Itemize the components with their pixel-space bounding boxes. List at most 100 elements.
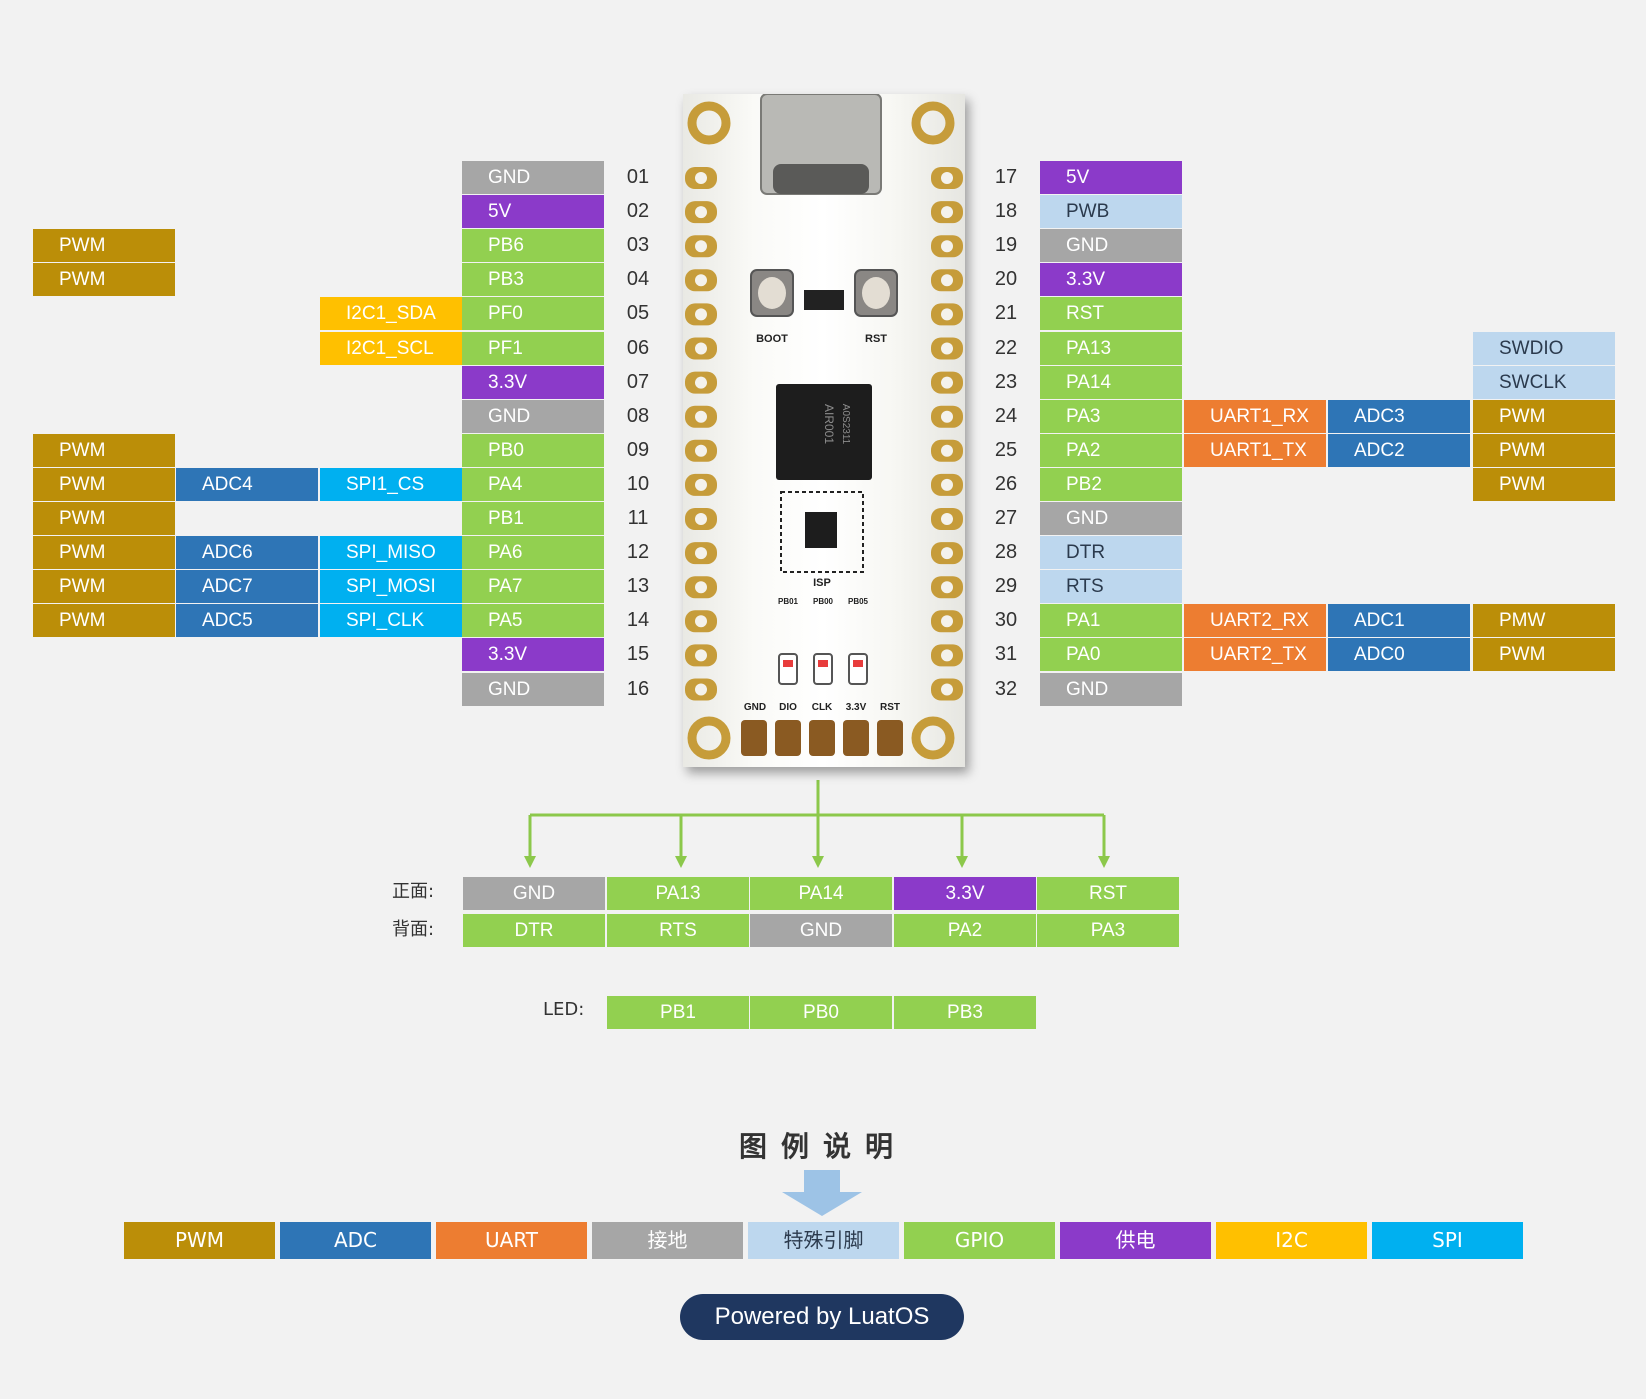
legend-item-4: 特殊引脚 bbox=[748, 1222, 899, 1259]
pin-number-15: 15 bbox=[626, 643, 650, 665]
pin-13-func2: ADC7 bbox=[176, 570, 318, 603]
legend-item-7: I2C bbox=[1216, 1222, 1367, 1259]
led-pb0 bbox=[813, 653, 833, 685]
header-pad-0 bbox=[741, 720, 767, 756]
svg-text:BOOT: BOOT bbox=[756, 333, 788, 345]
svg-text:CLK: CLK bbox=[812, 702, 833, 713]
pin-10-func2: ADC4 bbox=[176, 468, 318, 501]
svg-text:RST: RST bbox=[880, 702, 900, 713]
isp-area bbox=[780, 491, 864, 573]
legend-item-8: SPI bbox=[1372, 1222, 1523, 1259]
back-pin-0: DTR bbox=[463, 914, 605, 947]
pin-19-name: GND bbox=[1040, 229, 1182, 262]
header-pad-1 bbox=[775, 720, 801, 756]
header-pad-4 bbox=[877, 720, 903, 756]
pin-31-name: PA0 bbox=[1040, 638, 1182, 671]
pin-number-04: 04 bbox=[626, 268, 650, 290]
pin-31-func2: ADC0 bbox=[1328, 638, 1470, 671]
pin-05-name: PF0 bbox=[462, 297, 604, 330]
isp-chip bbox=[805, 512, 837, 548]
pin-number-17: 17 bbox=[994, 166, 1018, 188]
pin-03-func3: PWM bbox=[33, 229, 175, 262]
pin-13-func3: PWM bbox=[33, 570, 175, 603]
pin-04-func3: PWM bbox=[33, 263, 175, 296]
pin-27-name: GND bbox=[1040, 502, 1182, 535]
svg-text:PB01: PB01 bbox=[778, 597, 799, 606]
legend-title: 图例说明 bbox=[738, 1130, 907, 1163]
pin-05-func1: I2C1_SDA bbox=[320, 297, 462, 330]
pin-15-name: 3.3V bbox=[462, 638, 604, 671]
led-pb1 bbox=[778, 653, 798, 685]
pin-11-name: PB1 bbox=[462, 502, 604, 535]
pin-25-func1: UART1_TX bbox=[1184, 434, 1326, 467]
pin-number-32: 32 bbox=[994, 678, 1018, 700]
pin-18-name: PWB bbox=[1040, 195, 1182, 228]
legend-arrow-icon bbox=[782, 1170, 862, 1216]
mcu-chip bbox=[776, 384, 872, 480]
pin-31-func1: UART2_TX bbox=[1184, 638, 1326, 671]
pin-08-name: GND bbox=[462, 400, 604, 433]
pin-number-26: 26 bbox=[994, 473, 1018, 495]
pin-11-func3: PWM bbox=[33, 502, 175, 535]
pin-number-13: 13 bbox=[626, 575, 650, 597]
pin-number-07: 07 bbox=[626, 371, 650, 393]
pin-24-name: PA3 bbox=[1040, 400, 1182, 433]
led-pin-1: PB0 bbox=[750, 996, 892, 1029]
pin-16-name: GND bbox=[462, 673, 604, 706]
pin-number-16: 16 bbox=[626, 678, 650, 700]
pin-03-name: PB6 bbox=[462, 229, 604, 262]
pin-07-name: 3.3V bbox=[462, 366, 604, 399]
pin-25-func2: ADC2 bbox=[1328, 434, 1470, 467]
svg-text:GND: GND bbox=[744, 702, 766, 713]
header-pad-2 bbox=[809, 720, 835, 756]
svg-text:PB00: PB00 bbox=[813, 597, 834, 606]
svg-text:DIO: DIO bbox=[779, 702, 797, 713]
back-label: 背面: bbox=[392, 919, 435, 940]
pin-25-name: PA2 bbox=[1040, 434, 1182, 467]
pin-20-name: 3.3V bbox=[1040, 263, 1182, 296]
pin-number-14: 14 bbox=[626, 609, 650, 631]
pin-17-name: 5V bbox=[1040, 161, 1182, 194]
pin-28-name: DTR bbox=[1040, 536, 1182, 569]
pin-number-18: 18 bbox=[994, 200, 1018, 222]
pin-number-31: 31 bbox=[994, 643, 1018, 665]
legend-item-6: 供电 bbox=[1060, 1222, 1211, 1259]
pin-26-name: PB2 bbox=[1040, 468, 1182, 501]
pin-22-name: PA13 bbox=[1040, 332, 1182, 365]
pin-number-08: 08 bbox=[626, 405, 650, 427]
pin-number-09: 09 bbox=[626, 439, 650, 461]
pin-12-func1: SPI_MISO bbox=[320, 536, 462, 569]
pin-number-01: 01 bbox=[626, 166, 650, 188]
powered-by-badge: Powered by LuatOS bbox=[680, 1294, 964, 1340]
pin-04-name: PB3 bbox=[462, 263, 604, 296]
pin-10-func3: PWM bbox=[33, 468, 175, 501]
pin-22-func3: SWDIO bbox=[1473, 332, 1615, 365]
legend-item-0: PWM bbox=[124, 1222, 275, 1259]
pin-number-24: 24 bbox=[994, 405, 1018, 427]
pin-12-func2: ADC6 bbox=[176, 536, 318, 569]
mount-hole-bottom-right bbox=[911, 716, 955, 760]
pin-number-22: 22 bbox=[994, 337, 1018, 359]
pin-09-func3: PWM bbox=[33, 434, 175, 467]
pin-06-func1: I2C1_SCL bbox=[320, 332, 462, 365]
back-pin-3: PA2 bbox=[894, 914, 1036, 947]
pin-number-06: 06 bbox=[626, 337, 650, 359]
front-label: 正面: bbox=[392, 881, 435, 902]
pin-06-name: PF1 bbox=[462, 332, 604, 365]
pin-number-29: 29 bbox=[994, 575, 1018, 597]
front-pin-1: PA13 bbox=[607, 877, 749, 910]
pin-number-03: 03 bbox=[626, 234, 650, 256]
pin-12-func3: PWM bbox=[33, 536, 175, 569]
pin-24-func2: ADC3 bbox=[1328, 400, 1470, 433]
back-pin-4: PA3 bbox=[1037, 914, 1179, 947]
pin-number-23: 23 bbox=[994, 371, 1018, 393]
pin-13-name: PA7 bbox=[462, 570, 604, 603]
mount-hole-top-left bbox=[687, 101, 731, 145]
pin-30-func1: UART2_RX bbox=[1184, 604, 1326, 637]
pin-12-name: PA6 bbox=[462, 536, 604, 569]
pin-09-name: PB0 bbox=[462, 434, 604, 467]
pin-number-25: 25 bbox=[994, 439, 1018, 461]
pin-01-name: GND bbox=[462, 161, 604, 194]
dev-board-image: AIR001 A0S2311 BOOT RST ISP PB01 PB00 PB… bbox=[683, 94, 965, 767]
pin-number-05: 05 bbox=[626, 302, 650, 324]
